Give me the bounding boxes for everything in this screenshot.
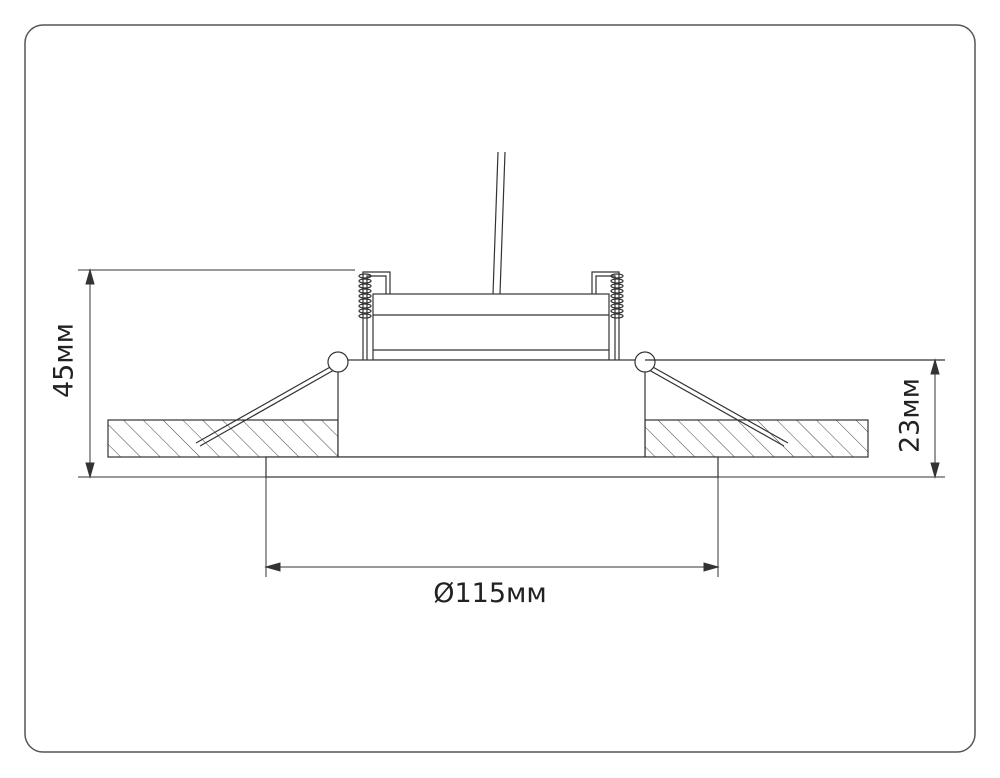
height-total-label: 45мм bbox=[48, 322, 80, 399]
right-pivot bbox=[634, 351, 656, 373]
height-body-label: 23мм bbox=[894, 377, 926, 454]
left-pivot bbox=[327, 351, 349, 373]
left-spring-icon bbox=[358, 273, 372, 319]
right-spring-icon bbox=[610, 273, 624, 319]
frame-border bbox=[24, 24, 976, 753]
left-clip bbox=[195, 365, 333, 444]
cable bbox=[492, 151, 506, 295]
diameter-label: Ø115мм bbox=[433, 578, 547, 609]
lamp-body bbox=[337, 359, 646, 458]
right-clip bbox=[650, 365, 789, 444]
dimension-lines bbox=[78, 268, 945, 577]
flange bbox=[265, 456, 719, 478]
ceiling-left bbox=[107, 419, 339, 458]
